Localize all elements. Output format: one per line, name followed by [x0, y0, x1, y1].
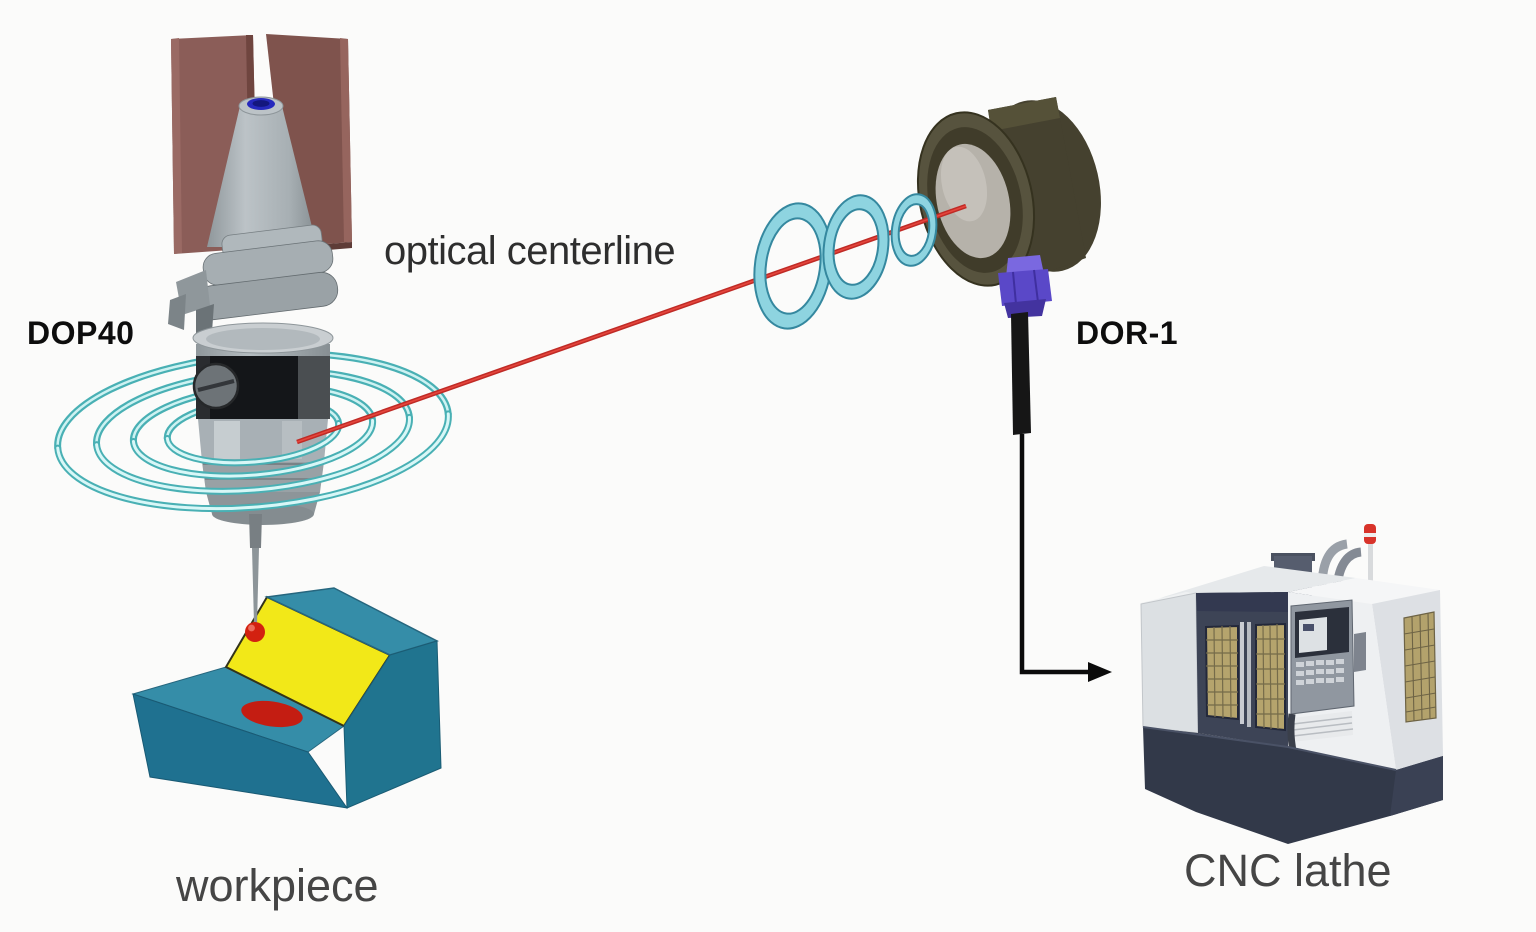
stylus-ball	[245, 622, 265, 642]
signal-cable-arrow	[1019, 434, 1112, 682]
machine-control-panel	[1290, 599, 1366, 742]
workpiece-block	[131, 587, 442, 809]
machine-side-window	[1403, 611, 1437, 723]
laser-beam	[296, 203, 967, 445]
panel-screen	[1299, 617, 1327, 653]
probe-signal-rings-front	[54, 410, 452, 513]
probe-stylus	[245, 514, 265, 642]
label-cnc-lathe: CNC lathe	[1184, 845, 1392, 896]
toolholder-cone	[207, 96, 317, 247]
machine-base	[1143, 727, 1443, 844]
beam-travel-rings	[753, 193, 938, 330]
receiver-dor1	[916, 97, 1101, 435]
label-optical-centerline: optical centerline	[384, 229, 676, 273]
toolholder-flange	[168, 224, 339, 336]
arrowhead	[1088, 662, 1112, 682]
receiver-cable	[1011, 312, 1031, 435]
machine-doors	[1196, 592, 1288, 747]
label-dop40: DOP40	[27, 315, 135, 351]
workpiece-target-spot	[241, 700, 303, 728]
cable-gland	[998, 255, 1052, 318]
cnc-machine	[1140, 524, 1443, 844]
probe-body-dop40	[192, 322, 334, 525]
label-dor1: DOR-1	[1076, 315, 1179, 351]
door-handle	[1240, 622, 1244, 724]
label-workpiece: workpiece	[176, 860, 379, 911]
